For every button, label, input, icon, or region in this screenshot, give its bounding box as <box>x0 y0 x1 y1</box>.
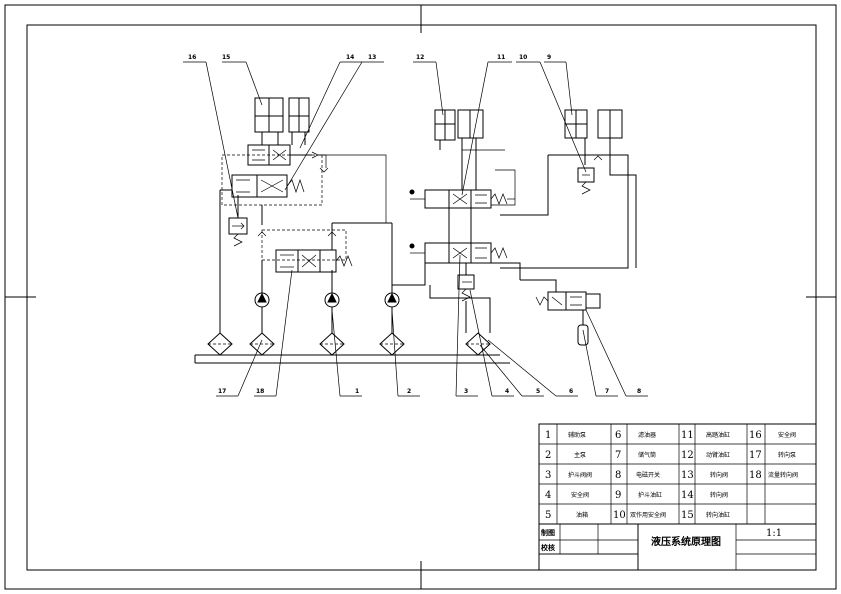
priority-valve-18 <box>257 222 393 300</box>
callout-18: 18 <box>256 388 264 395</box>
boom-cylinders <box>434 109 484 190</box>
table-name: 油箱 <box>576 511 588 519</box>
table-name: 储气筒 <box>638 451 656 459</box>
double-safety-valve <box>500 154 637 269</box>
table-name: 转向阀 <box>710 471 728 479</box>
boom-control-valve <box>409 189 508 209</box>
callout-14: 14 <box>346 54 354 61</box>
callout-1: 1 <box>355 388 359 395</box>
table-num: 15 <box>681 510 694 521</box>
checked-by-label: 校核 <box>541 543 555 552</box>
table-name: 护斗油缸 <box>638 491 662 499</box>
table-num: 2 <box>545 450 551 461</box>
callout-15: 15 <box>222 54 230 61</box>
table-num: 7 <box>615 450 621 461</box>
steering-valve <box>247 144 329 173</box>
table-num: 6 <box>615 430 621 441</box>
callout-9: 9 <box>547 54 551 61</box>
callout-10: 10 <box>519 54 527 61</box>
table-num: 17 <box>749 450 762 461</box>
safety-valve-4 <box>457 263 475 333</box>
callout-6: 6 <box>569 388 573 395</box>
table-name: 安全阀 <box>778 431 796 439</box>
table-name: 滤油器 <box>638 431 656 439</box>
callout-16: 16 <box>188 54 196 61</box>
callout-4: 4 <box>505 388 509 395</box>
leader-lines-bottom <box>216 254 648 397</box>
table-num: 1 <box>545 430 551 441</box>
table-num: 13 <box>681 470 694 481</box>
table-name: 双作用安全阀 <box>630 511 666 519</box>
callout-3: 3 <box>464 388 468 395</box>
table-num: 3 <box>545 470 551 481</box>
table-num: 10 <box>613 510 626 521</box>
flow-steering-valve <box>231 174 305 198</box>
table-name: 高踏油缸 <box>706 431 730 439</box>
table-num: 11 <box>681 430 694 441</box>
callout-11: 11 <box>497 54 505 61</box>
drawn-by-label: 制图 <box>541 528 555 537</box>
callout-8: 8 <box>637 388 641 395</box>
callout-13: 13 <box>368 54 376 61</box>
air-tank <box>577 324 589 346</box>
callout-2: 2 <box>407 388 411 395</box>
table-name: 辅助泵 <box>568 431 586 439</box>
table-name: 流量转向阀 <box>768 471 798 479</box>
table-num: 18 <box>749 470 762 481</box>
filter-symbols <box>207 332 491 356</box>
safety-valve-16 <box>228 205 248 247</box>
steering-cylinders <box>254 97 310 145</box>
callout-5: 5 <box>536 388 540 395</box>
bucket-cylinders <box>564 109 623 165</box>
table-num: 8 <box>615 470 621 481</box>
priority-valve-group <box>221 154 323 206</box>
table-num: 16 <box>749 430 762 441</box>
outer-frame <box>4 4 837 590</box>
pump-symbols <box>254 260 400 333</box>
leader-lines-top <box>183 61 587 219</box>
inner-frame <box>26 24 817 571</box>
table-name: 主泵 <box>574 451 586 459</box>
callout-12: 12 <box>416 54 424 61</box>
table-num: 4 <box>545 490 551 501</box>
drawing-title: 液压系统原理图 <box>651 535 721 548</box>
bucket-control-valve <box>409 208 508 264</box>
table-name: 转向阀 <box>710 491 728 499</box>
callout-17: 17 <box>218 388 226 395</box>
table-name: 护斗阀阀 <box>568 471 592 479</box>
callout-7: 7 <box>605 388 609 395</box>
table-name: 动臂油缸 <box>706 451 730 459</box>
solenoid-switch <box>520 279 601 325</box>
table-name: 安全阀 <box>571 491 589 499</box>
table-name: 转向油缸 <box>706 511 730 519</box>
parts-table <box>538 423 817 571</box>
table-num: 14 <box>681 490 694 501</box>
table-num: 5 <box>545 510 551 521</box>
table-num: 12 <box>681 450 694 461</box>
table-name: 电磁开关 <box>636 471 660 479</box>
drawing-scale: 1:1 <box>766 528 782 539</box>
table-num: 9 <box>615 490 621 501</box>
table-name: 转向泵 <box>778 451 796 459</box>
